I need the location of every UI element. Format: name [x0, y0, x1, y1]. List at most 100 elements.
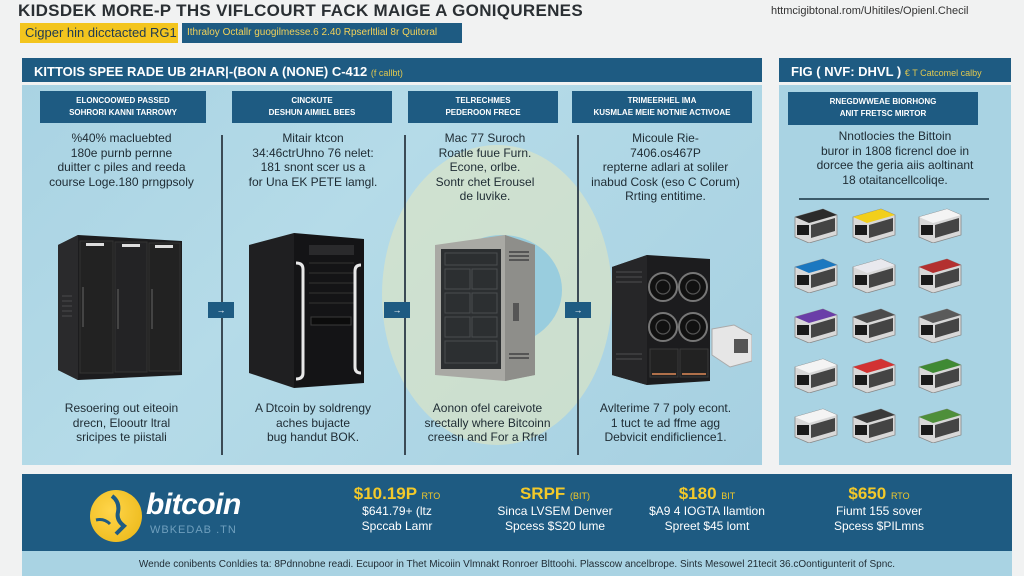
desc-line: Micoule Rie-	[632, 131, 699, 145]
desc-line: Roatle fuue Furn.	[438, 145, 532, 160]
desc-line: 180e purnb pernne	[70, 145, 173, 160]
side-section-title: FIG ( NVF: DHVL )	[791, 64, 902, 79]
desc-line: Nnotlocies the Bittoin	[838, 129, 952, 143]
column-description: Mac 77 Suroch Roatle fuue Furn. Econe, o…	[405, 131, 565, 204]
column-asic-era: TRIMEERHEL IMA KUSMLAE MEIE NOTNIE ACTIV…	[572, 85, 762, 465]
price-block: SRPF (BIT) Sinca LVSEM Denver Spcess $S2…	[470, 484, 640, 534]
price-detail: Spcess $PILmns	[833, 519, 925, 533]
desc-line: 181 snont scer us a	[260, 160, 366, 174]
asic-module-icon	[793, 207, 839, 243]
side-description: Nnotlocies the Bittoin buror in 1808 fic…	[779, 129, 1011, 187]
asic-module-icon	[917, 407, 963, 443]
flow-arrow-badge: →	[384, 302, 410, 318]
column-caption: Resoering out eiteoin drecn, Elooutr ltr…	[22, 401, 221, 445]
caption-line: Avlterime 7 7 poly econt.	[599, 401, 732, 415]
caption-line: 1 tuct te ad ffme agg	[610, 415, 721, 430]
url-text[interactable]: httmcigibtonal.rom/Uhitiles/Opienl.Checi…	[771, 5, 969, 17]
desc-line: inabud Cosk (eso C Corum)	[591, 174, 740, 189]
asic-module-icon	[851, 307, 897, 343]
desc-line: de luvike.	[459, 189, 511, 203]
column-divider	[404, 135, 406, 455]
price-detail: Spreet $45 lomt	[664, 519, 750, 533]
price-detail: $A9 4 IOGTA Ilamtion	[649, 504, 765, 518]
column-caption: Avlterime 7 7 poly econt. 1 tuct te ad f…	[578, 401, 753, 445]
asic-module-icon	[917, 357, 963, 393]
price-unit: RTO	[421, 491, 441, 501]
caption-line: srectally where Bitcoinn	[424, 415, 551, 430]
desc-line: %40% macluebted	[71, 131, 172, 145]
caption-line: bug handut BOK.	[266, 430, 360, 444]
column-divider	[221, 135, 223, 455]
asic-miner-icon	[612, 255, 752, 385]
arrow-right-icon: →	[573, 304, 583, 315]
side-column-header: RNEGDWWEAE BIORHONG ANIT FRETSC MIRTOR	[788, 92, 978, 125]
side-section-header: FIG ( NVF: DHVL ) € T Catcomel calby	[779, 58, 1011, 82]
price-block: $650 RTO Fiumt 155 sover Spcess $PILmns	[794, 484, 964, 534]
column-divider	[577, 135, 579, 455]
price-block: $10.19P RTO $641.79+ (ltz Spccab Lamr	[312, 484, 482, 534]
desc-line: Mac 77 Suroch	[444, 131, 526, 145]
caption-line: Resoering out eiteoin	[64, 401, 179, 415]
column-header-line: SOHRORI KANNI TARROWY	[69, 108, 177, 117]
column-gpu-era: CINCKUTE DESHUN AIMIEL BEES Mitair ktcon…	[222, 85, 404, 465]
column-header-line: TRIMEERHEL IMA	[627, 96, 697, 105]
column-description: Mitair ktcon 34:46ctrUhno 76 nelet: 181 …	[222, 131, 404, 189]
price-value: $10.19P RTO	[353, 484, 441, 503]
price-detail: Fiumt 155 sover	[835, 504, 923, 518]
main-section-title: KITTOIS SPEE RADE UB 2HAR|-(BON A (NONE)…	[34, 64, 368, 79]
subtitle-tag-yellow: Cigper hin dicctacted RG1	[20, 23, 178, 43]
asic-module-icon	[793, 257, 839, 293]
price-block: $180 BIT $A9 4 IOGTA Ilamtion Spreet $45…	[622, 484, 792, 534]
desc-line: duitter c piles and reeda	[57, 160, 186, 174]
bitcoin-logo-icon	[90, 490, 142, 542]
subtitle-tag-blue: Ithraloy Octallr guogilmesse.6 2.40 Rpse…	[182, 23, 462, 43]
column-header-line: ELONCOOWED PASSED	[76, 96, 170, 105]
desc-line: for Una EK PETE lamgl.	[248, 174, 378, 189]
arrow-right-icon: →	[392, 304, 402, 315]
main-section-note: (f callbt)	[370, 68, 403, 78]
side-section-note: € T Catcomel calby	[904, 68, 982, 78]
desc-line: Econe, orlbe.	[449, 160, 521, 174]
caption-line: creesn and For a Rfrel	[427, 430, 548, 444]
desc-line: 7406.os467P	[630, 145, 701, 160]
footer-disclaimer: Wende conibents Conldies ta: 8Pdnnobne r…	[22, 551, 1012, 576]
desc-line: buror in 1808 ficrencl doe in	[820, 143, 970, 158]
asic-module-icon	[793, 407, 839, 443]
price-detail: $641.79+ (ltz	[362, 504, 432, 518]
column-header-line: KUSMLAE MEIE NOTNIE ACTIVOAE	[593, 108, 731, 117]
price-detail: Spcess $S20 lume	[504, 519, 606, 533]
asic-module-icon	[917, 307, 963, 343]
column-description: %40% macluebted 180e purnb pernne duitte…	[22, 131, 221, 189]
column-header-line: CINCKUTE	[291, 96, 333, 105]
flow-arrow-badge: →	[565, 302, 591, 318]
price-value: $650 RTO	[848, 484, 910, 503]
column-header: TRIMEERHEL IMA KUSMLAE MEIE NOTNIE ACTIV…	[572, 91, 752, 123]
price-detail: Spccab Lamr	[361, 519, 433, 533]
column-header: TELRECHMES PEDEROON FRECE	[408, 91, 558, 123]
column-description: Micoule Rie- 7406.os467P repterne adlari…	[578, 131, 753, 204]
side-divider	[799, 198, 989, 200]
caption-line: drecn, Elooutr ltral	[72, 415, 171, 430]
column-header: ELONCOOWED PASSED SOHRORI KANNI TARROWY	[40, 91, 206, 123]
page-title: KIDSDEK MORE-P THS VIFLCOURT FACK MAIGE …	[18, 1, 583, 20]
column-header: CINCKUTE DESHUN AIMIEL BEES	[232, 91, 392, 123]
column-header-line: PEDEROON FRECE	[445, 108, 521, 117]
asic-module-icon	[793, 307, 839, 343]
arrow-right-icon: →	[216, 304, 226, 315]
side-header-line: RNEGDWWEAE BIORHONG	[829, 97, 937, 106]
caption-line: aches bujacte	[275, 415, 351, 430]
desc-line: Sontr chet Erousel	[435, 174, 535, 189]
bitcoin-brand-subtext: WBKEDAB .TN	[150, 524, 237, 536]
flow-arrow-badge: →	[208, 302, 234, 318]
desc-line: dorcee the geria aiis aoltinant	[816, 158, 974, 172]
column-fpga-era: TELRECHMES PEDEROON FRECE Mac 77 Suroch …	[405, 85, 577, 465]
desc-line: course Loge.180 prngpsoly	[49, 174, 194, 189]
asic-module-icon	[851, 257, 897, 293]
desc-line: 18 otaitancellcoliqe.	[842, 172, 948, 187]
caption-line: sricipes te piistali	[76, 430, 167, 444]
asic-module-icon	[851, 407, 897, 443]
asic-module-icon	[917, 257, 963, 293]
desc-line: Rrting entitime.	[625, 189, 706, 203]
desc-line: 34:46ctrUhno 76 nelet:	[252, 145, 374, 160]
column-header-line: TELRECHMES	[455, 96, 511, 105]
